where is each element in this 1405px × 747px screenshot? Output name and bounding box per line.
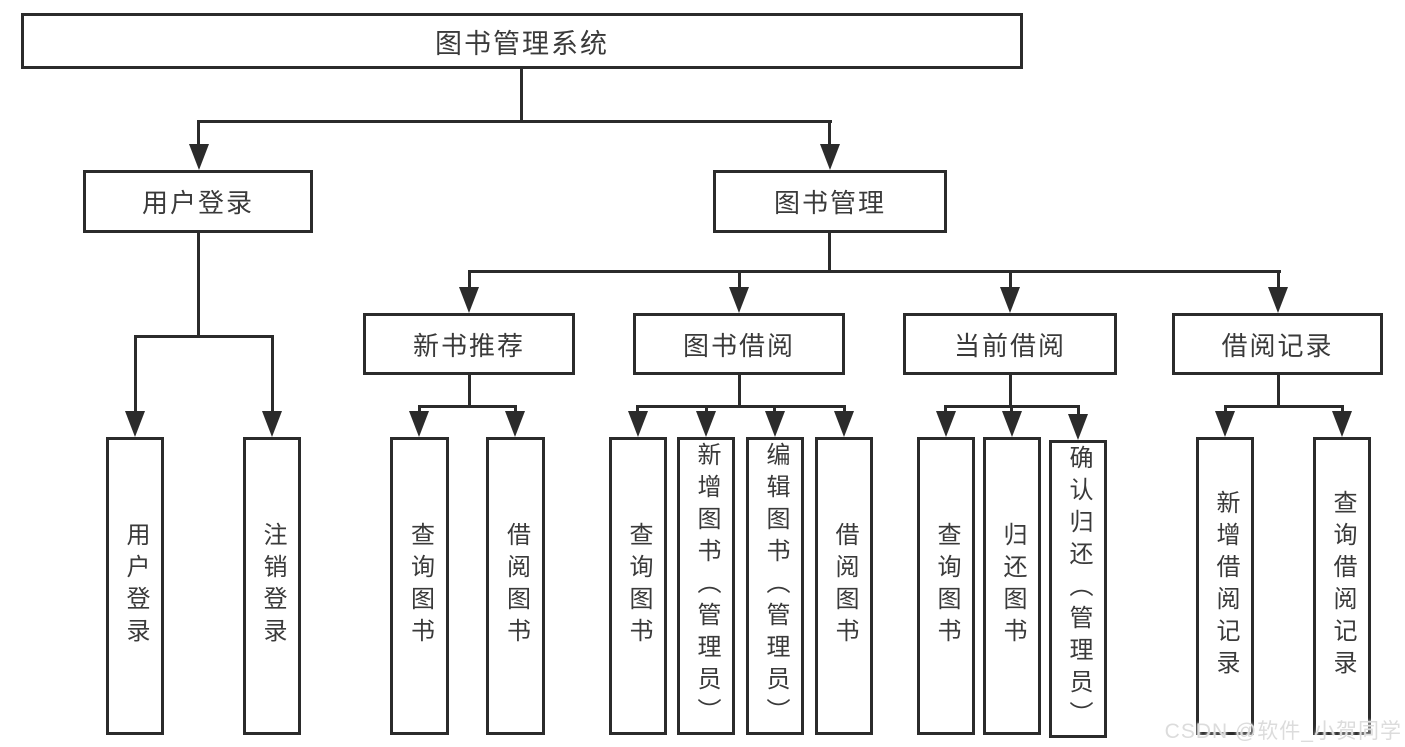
arrow-down-icon — [936, 411, 956, 437]
leaf-add-books-admin: 新增图书（管理员） — [677, 437, 735, 735]
connector-line — [468, 270, 1281, 273]
connector-line — [1009, 270, 1012, 291]
arrow-down-icon — [189, 144, 209, 170]
leaf-query-books-borrow: 查询图书 — [609, 437, 667, 735]
leaf-add-borrow-record: 新增借阅记录 — [1196, 437, 1254, 735]
leaf-query-books-current: 查询图书 — [917, 437, 975, 735]
arrow-down-icon — [628, 411, 648, 437]
connector-line — [828, 233, 831, 270]
leaf-edit-books-admin: 编辑图书（管理员） — [746, 437, 804, 735]
arrow-down-icon — [1268, 287, 1288, 313]
connector-line — [636, 405, 846, 408]
arrow-down-icon — [834, 411, 854, 437]
connector-line — [134, 335, 137, 415]
connector-line — [705, 405, 708, 415]
leaf-query-borrow-record: 查询借阅记录 — [1313, 437, 1371, 735]
connector-line — [773, 405, 776, 415]
node-current-borrow: 当前借阅 — [903, 313, 1117, 375]
leaf-borrow-books-recommend: 借阅图书 — [486, 437, 545, 735]
arrow-down-icon — [262, 411, 282, 437]
connector-line — [843, 405, 846, 415]
leaf-return-books: 归还图书 — [983, 437, 1041, 735]
connector-line — [828, 120, 831, 148]
connector-line — [1009, 375, 1012, 405]
arrow-down-icon — [1000, 287, 1020, 313]
connector-line — [738, 375, 741, 405]
node-book-borrow: 图书借阅 — [633, 313, 845, 375]
node-library-management-system: 图书管理系统 — [21, 13, 1023, 69]
arrow-down-icon — [820, 144, 840, 170]
connector-line — [418, 405, 517, 408]
connector-line — [1224, 405, 1227, 415]
leaf-query-books-recommend: 查询图书 — [390, 437, 449, 735]
connector-line — [520, 69, 523, 120]
arrow-down-icon — [505, 411, 525, 437]
arrow-down-icon — [696, 411, 716, 437]
connector-line — [1010, 405, 1013, 415]
node-new-book-recommend: 新书推荐 — [363, 313, 575, 375]
arrow-down-icon — [1215, 411, 1235, 437]
leaf-confirm-return-admin: 确认归还（管理员） — [1049, 440, 1107, 738]
leaf-logout: 注销登录 — [243, 437, 301, 735]
connector-line — [468, 375, 471, 405]
connector-line — [1277, 375, 1280, 405]
connector-line — [1341, 405, 1344, 415]
connector-line — [514, 405, 517, 415]
connector-line — [1077, 405, 1080, 418]
node-borrow-records: 借阅记录 — [1172, 313, 1383, 375]
connector-line — [134, 335, 274, 338]
connector-line — [197, 233, 200, 335]
connector-line — [197, 120, 200, 148]
leaf-borrow-books: 借阅图书 — [815, 437, 873, 735]
leaf-user-login: 用户登录 — [106, 437, 164, 735]
connector-line — [738, 270, 741, 291]
connector-line — [1224, 405, 1344, 408]
node-book-management: 图书管理 — [713, 170, 947, 233]
arrow-down-icon — [1068, 414, 1088, 440]
connector-line — [944, 405, 947, 415]
connector-line — [468, 270, 471, 291]
node-user-login: 用户登录 — [83, 170, 313, 233]
arrow-down-icon — [1002, 411, 1022, 437]
connector-line — [418, 405, 421, 415]
arrow-down-icon — [125, 411, 145, 437]
connector-line — [636, 405, 639, 415]
arrow-down-icon — [729, 287, 749, 313]
arrow-down-icon — [765, 411, 785, 437]
connector-line — [197, 120, 832, 123]
watermark: CSDN @软件_小贺同学 — [1164, 720, 1402, 743]
arrow-down-icon — [459, 287, 479, 313]
connector-line — [271, 335, 274, 415]
connector-line — [1277, 270, 1280, 291]
arrow-down-icon — [1332, 411, 1352, 437]
arrow-down-icon — [409, 411, 429, 437]
